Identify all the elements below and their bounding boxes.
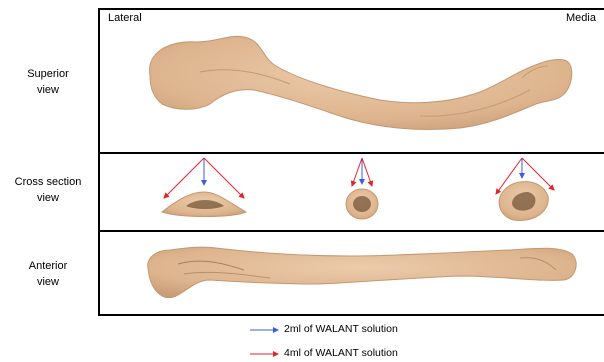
- legend-blue-text: 2ml of WALANT solution: [284, 323, 398, 335]
- red-arrow-left-1: [164, 158, 204, 198]
- red-arrow-right-2: [362, 158, 372, 186]
- red-arrow-left-2: [352, 158, 362, 186]
- cross-section-lateral: [162, 158, 246, 217]
- red-arrow-right-1: [204, 158, 244, 198]
- clavicle-superior-view: [150, 36, 572, 129]
- cross-section-medial: [496, 158, 554, 221]
- cross-section-middle: [346, 158, 378, 219]
- legend-red-text: 4ml of WALANT solution: [284, 347, 398, 359]
- clavicle-anterior-view: [148, 247, 576, 297]
